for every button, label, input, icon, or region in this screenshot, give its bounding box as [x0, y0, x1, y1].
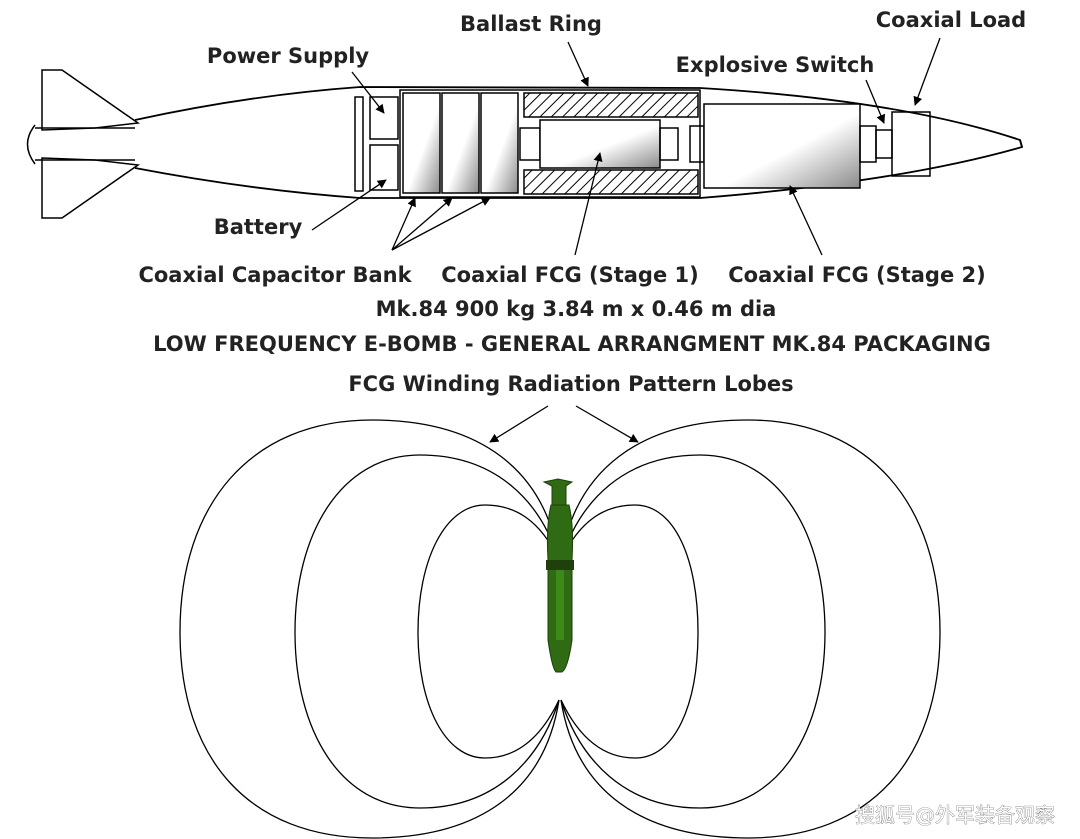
label-explosive-switch: Explosive Switch [676, 53, 875, 77]
arrow-power-supply [351, 71, 385, 114]
tail-cap [26, 124, 36, 165]
explosive-switch-cap [875, 129, 893, 159]
tail-fin-lower [41, 157, 141, 219]
diagram-title: LOW FREQUENCY E-BOMB - GENERAL ARRANGMEN… [153, 332, 991, 356]
lobe-right-middle [560, 454, 826, 809]
arrow-capacitor-3 [391, 197, 491, 251]
fcg-stage1-end-left [519, 127, 541, 161]
tail-fin-upper [41, 69, 141, 131]
lobe-right-inner [560, 504, 699, 759]
arrow-lobe-right [575, 405, 639, 443]
arrow-ballast-ring [567, 41, 589, 87]
fcg-stage2-end-left [689, 125, 705, 163]
bomb-cross-section [26, 69, 1024, 219]
leader-arrows [311, 37, 941, 443]
arrow-capacitor-1 [391, 197, 416, 251]
lobes-caption: FCG Winding Radiation Pattern Lobes [348, 372, 793, 396]
bomb-nose-tip [1019, 139, 1023, 148]
coaxial-load-box [891, 111, 931, 177]
label-coaxial-load: Coaxial Load [876, 8, 1026, 32]
arrow-fcg-stage1 [574, 152, 603, 256]
lobe-left-outer [179, 419, 560, 839]
label-coaxial-capacitor-bank: Coaxial Capacitor Bank [138, 263, 412, 287]
label-coaxial-fcg-stage1: Coaxial FCG (Stage 1) [441, 263, 698, 287]
arrow-lobe-left [489, 405, 549, 443]
fcg-stage1-body [539, 119, 661, 169]
arrow-explosive-switch [865, 79, 886, 124]
capacitor-section-1 [402, 92, 441, 194]
lobe-left-middle [294, 454, 560, 809]
labels: Ballast Ring Coaxial Load Power Supply E… [138, 8, 1026, 396]
fcg-stage1-end-right [659, 127, 679, 161]
capacitor-section-3 [480, 92, 519, 194]
label-power-supply: Power Supply [207, 44, 369, 68]
bomb-band-green [546, 560, 574, 570]
fcg-stage2-body [703, 103, 861, 189]
label-coaxial-fcg-stage2: Coaxial FCG (Stage 2) [728, 263, 985, 287]
label-battery: Battery [214, 215, 303, 239]
lobe-left-inner [417, 504, 560, 759]
arrow-coaxial-load [913, 37, 941, 106]
battery-box [369, 144, 399, 191]
aft-bulkhead [354, 96, 364, 192]
radiation-lobes [179, 419, 941, 839]
arrow-fcg-stage2 [789, 185, 823, 256]
ballast-ring-bottom [523, 169, 699, 195]
bomb-stripe-green [556, 570, 564, 640]
arrow-capacitor-2 [391, 197, 453, 251]
capacitor-section-2 [441, 92, 480, 194]
arrow-battery [311, 179, 387, 231]
bomb-icon-vertical [542, 478, 574, 673]
label-ballast-ring: Ballast Ring [460, 12, 602, 36]
spec-line: Mk.84 900 kg 3.84 m x 0.46 m dia [376, 297, 777, 321]
ballast-ring-top [523, 92, 699, 118]
explosive-switch [859, 125, 877, 163]
power-supply-box [369, 96, 399, 140]
capacitor-frame [399, 89, 701, 198]
lobe-right-outer [560, 419, 941, 839]
watermark: 搜狐号@外军装备观察 [855, 803, 1055, 827]
